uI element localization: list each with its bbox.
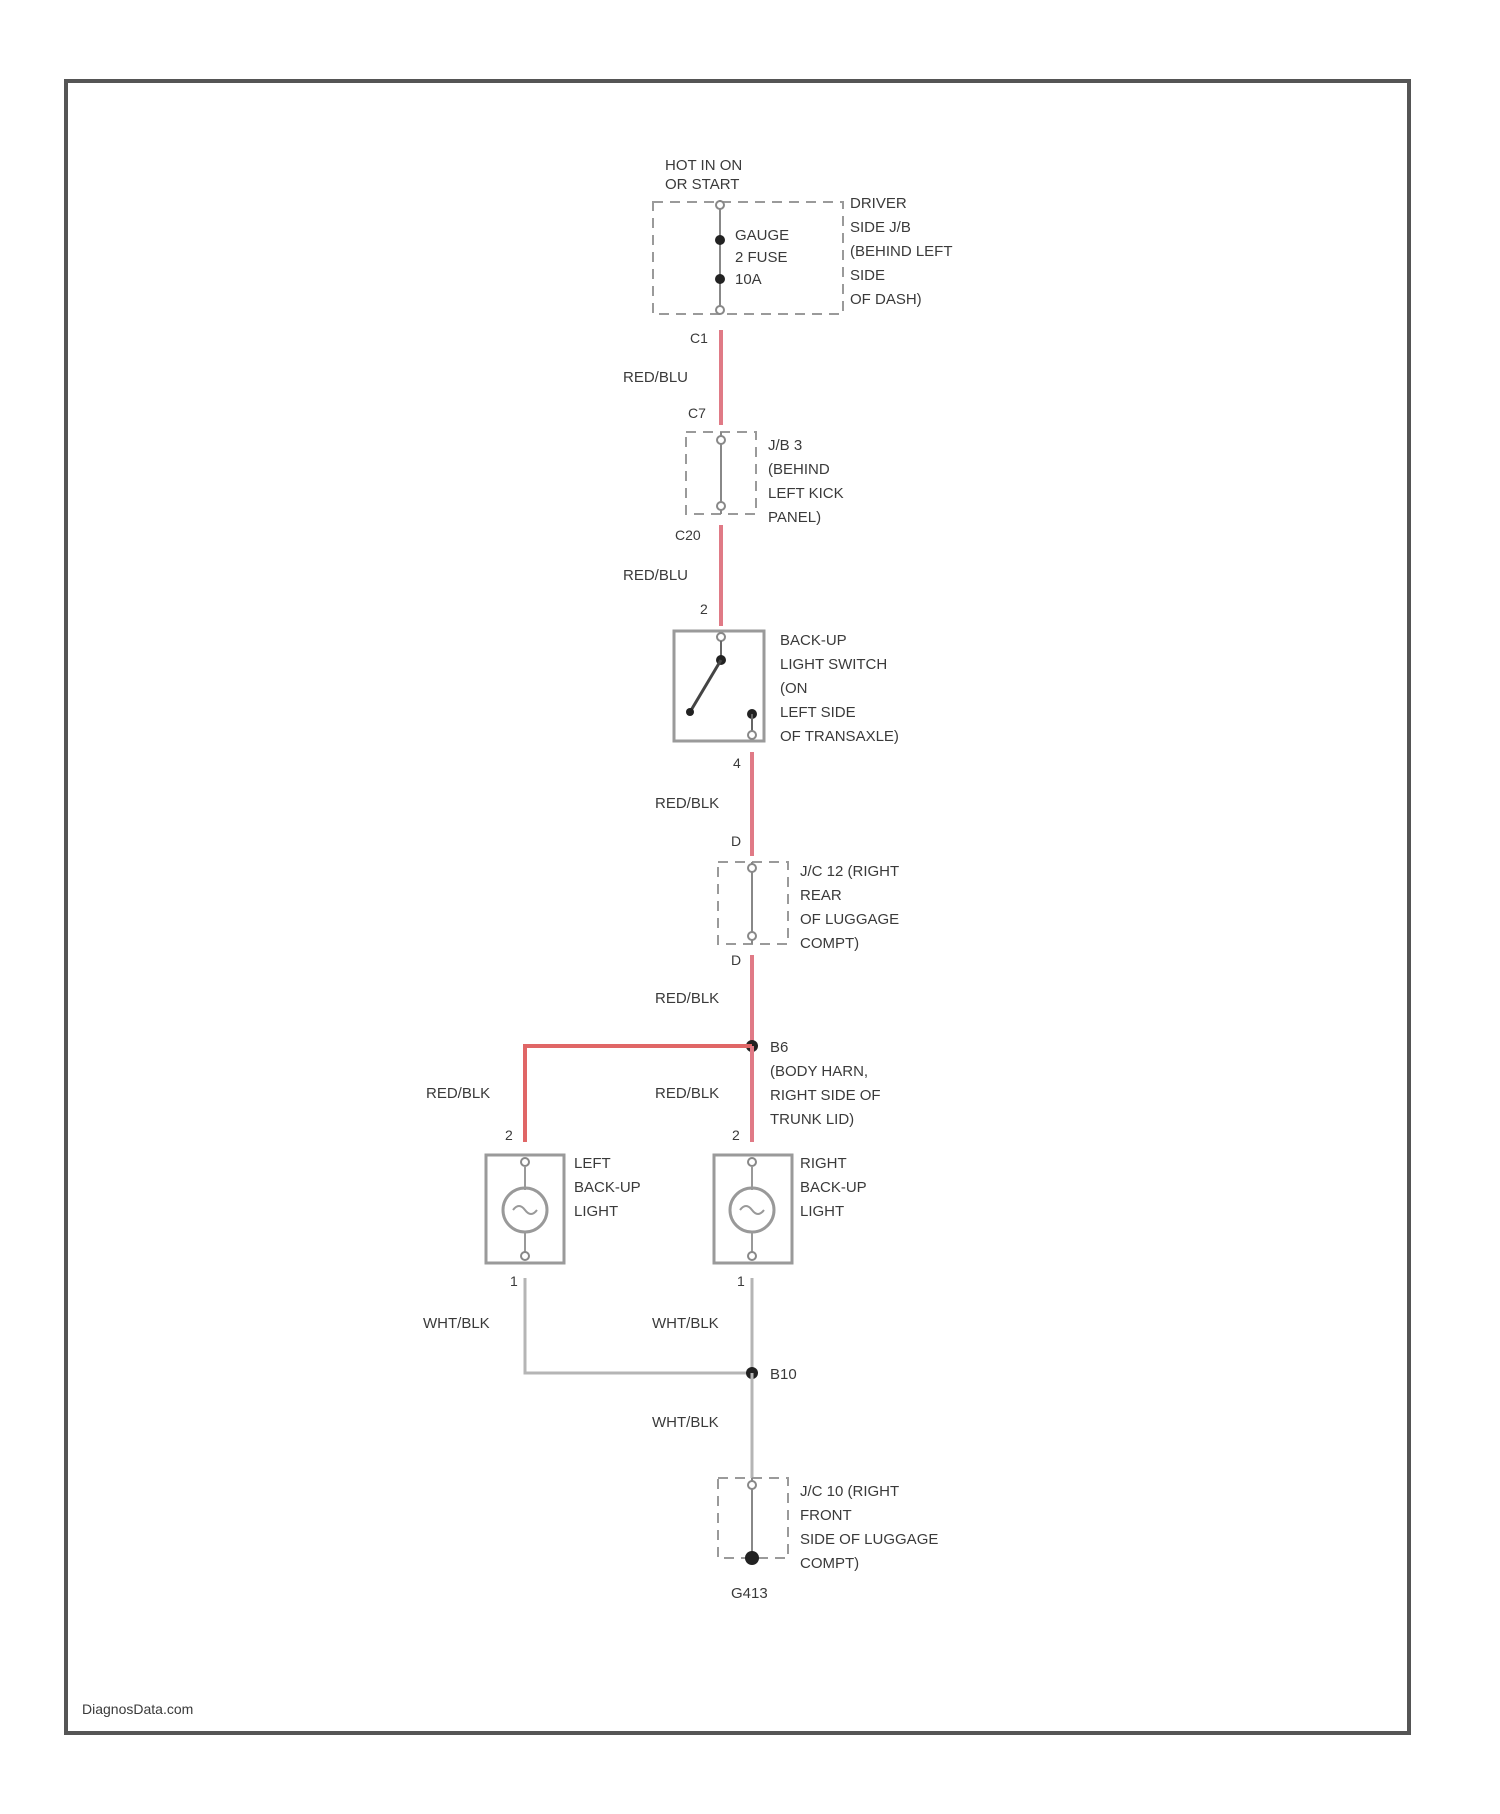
wire-label-5-right: RED/BLK: [655, 1085, 719, 1102]
left-bulb-filament: [513, 1206, 537, 1214]
left-light-bottom-pin: [521, 1252, 529, 1260]
connector-left-in: 2: [505, 1127, 513, 1143]
right-bulb-filament: [740, 1206, 764, 1214]
switch-line-3: (ON: [780, 680, 808, 697]
connector-switch-out: 4: [733, 755, 741, 771]
power-source-line1: HOT IN ON: [665, 157, 742, 174]
wire-label-6-right: WHT/BLK: [652, 1315, 719, 1332]
fuse-line-2: 2 FUSE: [735, 249, 788, 266]
left-light-line-2: BACK-UP: [574, 1179, 641, 1196]
fuse-line-3: 10A: [735, 271, 762, 288]
connector-c7: C7: [688, 405, 706, 421]
wire-label-3: RED/BLK: [655, 795, 719, 812]
connector-switch-in: 2: [700, 601, 708, 617]
ground-point: [745, 1551, 759, 1565]
b6-line-3: TRUNK LID): [770, 1111, 854, 1128]
driver-jb-line-3: (BEHIND LEFT: [850, 243, 953, 260]
jc10-line-4: COMPT): [800, 1555, 859, 1572]
switch-line-1: BACK-UP: [780, 632, 847, 649]
left-light-top-pin: [521, 1158, 529, 1166]
splice-b6-label: (BODY HARN, RIGHT SIDE OF TRUNK LID): [770, 1063, 881, 1128]
jb3-top-pin: [717, 436, 725, 444]
jc12-line-1: J/C 12 (RIGHT: [800, 863, 899, 880]
watermark: DiagnosData.com: [82, 1701, 193, 1717]
wire-label-5-left: RED/BLK: [426, 1085, 490, 1102]
fuse-terminal-top: [715, 235, 725, 245]
jc12-line-3: OF LUGGAGE: [800, 911, 899, 928]
jc12-line-4: COMPT): [800, 935, 859, 952]
jb3-bottom-pin: [717, 502, 725, 510]
right-light-line-1: RIGHT: [800, 1155, 847, 1172]
connector-left-out: 1: [510, 1273, 518, 1289]
fuse-bottom-pin: [716, 306, 724, 314]
splice-b10-id: B10: [770, 1366, 797, 1383]
switch-blade: [690, 660, 721, 712]
connector-right-in: 2: [732, 1127, 740, 1143]
switch-blade-end: [686, 708, 694, 716]
connector-jc12-in: D: [731, 833, 741, 849]
left-light-line-3: LIGHT: [574, 1203, 618, 1220]
backup-switch-box: [674, 631, 764, 741]
backup-switch-label: BACK-UP LIGHT SWITCH (ON LEFT SIDE OF TR…: [780, 632, 899, 745]
jc12-bottom-pin: [748, 932, 756, 940]
jc10-line-2: FRONT: [800, 1507, 852, 1524]
wire-label-2: RED/BLU: [623, 567, 688, 584]
diagram-frame: [66, 81, 1409, 1733]
connector-c20: C20: [675, 527, 701, 543]
wire-label-4: RED/BLK: [655, 990, 719, 1007]
switch-top-pin: [717, 633, 725, 641]
driver-jb-label: DRIVER SIDE J/B (BEHIND LEFT SIDE OF DAS…: [850, 195, 953, 308]
right-light-line-2: BACK-UP: [800, 1179, 867, 1196]
wire-label-7: WHT/BLK: [652, 1414, 719, 1431]
jb3-line-4: PANEL): [768, 509, 821, 526]
power-source-line2: OR START: [665, 176, 739, 193]
switch-line-2: LIGHT SWITCH: [780, 656, 887, 673]
jc10-label: J/C 10 (RIGHT FRONT SIDE OF LUGGAGE COMP…: [800, 1483, 938, 1572]
right-light-bottom-pin: [748, 1252, 756, 1260]
left-light-line-1: LEFT: [574, 1155, 611, 1172]
b6-line-2: RIGHT SIDE OF: [770, 1087, 881, 1104]
jc12-top-pin: [748, 864, 756, 872]
jc10-line-1: J/C 10 (RIGHT: [800, 1483, 899, 1500]
b6-line-1: (BODY HARN,: [770, 1063, 868, 1080]
fuse-line-1: GAUGE: [735, 227, 789, 244]
jc10-line-3: SIDE OF LUGGAGE: [800, 1531, 938, 1548]
fuse-label: GAUGE 2 FUSE 10A: [735, 227, 789, 288]
power-source-label: HOT IN ON OR START: [665, 157, 742, 193]
driver-jb-line-2: SIDE J/B: [850, 219, 911, 236]
driver-jb-line-1: DRIVER: [850, 195, 907, 212]
connector-c1: C1: [690, 330, 708, 346]
right-light-label: RIGHT BACK-UP LIGHT: [800, 1155, 867, 1220]
driver-jb-line-4: SIDE: [850, 267, 885, 284]
jc12-line-2: REAR: [800, 887, 842, 904]
splice-b6-id: B6: [770, 1039, 788, 1056]
left-light-label: LEFT BACK-UP LIGHT: [574, 1155, 641, 1220]
fuse-terminal-bottom: [715, 274, 725, 284]
wire-label-1: RED/BLU: [623, 369, 688, 386]
switch-bottom-pin: [748, 731, 756, 739]
jb3-line-2: (BEHIND: [768, 461, 830, 478]
jc12-label: J/C 12 (RIGHT REAR OF LUGGAGE COMPT): [800, 863, 899, 952]
jb3-label: J/B 3 (BEHIND LEFT KICK PANEL): [768, 437, 844, 526]
right-light-top-pin: [748, 1158, 756, 1166]
jc10-top-pin: [748, 1481, 756, 1489]
connector-jc12-out: D: [731, 952, 741, 968]
connector-right-out: 1: [737, 1273, 745, 1289]
switch-line-4: LEFT SIDE: [780, 704, 856, 721]
wire-label-6-left: WHT/BLK: [423, 1315, 490, 1332]
jb3-line-1: J/B 3: [768, 437, 802, 454]
fuse-top-pin: [716, 201, 724, 209]
switch-line-5: OF TRANSAXLE): [780, 728, 899, 745]
right-light-line-3: LIGHT: [800, 1203, 844, 1220]
ground-id: G413: [731, 1585, 768, 1602]
jb3-line-3: LEFT KICK: [768, 485, 844, 502]
driver-jb-line-5: OF DASH): [850, 291, 922, 308]
